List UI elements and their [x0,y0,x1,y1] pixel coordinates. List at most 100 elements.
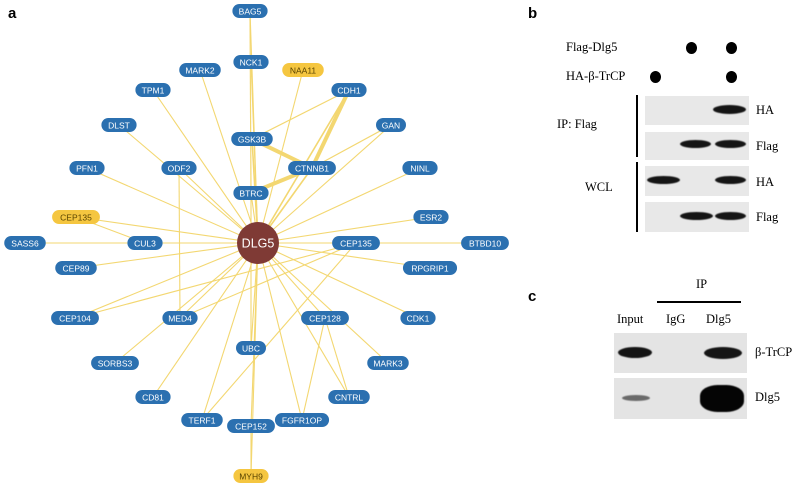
node-label: CTNNB1 [295,164,329,174]
node-shape [162,311,198,325]
node-nck1: NCK1 [233,55,269,69]
node-mark3: MARK3 [367,356,409,370]
blot-label-ha-wcl: HA [756,175,775,189]
node-shape [69,161,105,175]
edge-dlg5-mark3 [257,242,389,364]
node-terf1: TERF1 [181,413,223,427]
edge-dlg5-cep104 [74,242,259,319]
edge-cep135-cep104 [74,242,357,319]
ip-bracket [636,95,638,157]
edge-dlg5-pfn1 [86,167,259,244]
panel-c-letter: c [528,288,537,305]
node-shape [402,261,458,275]
node-pfn1: PFN1 [69,161,105,175]
node-label: DLST [108,121,130,131]
panel-a-letter: a [8,5,17,22]
edge-dlg5-fgfr1op [257,242,303,421]
ha-btrcp-lane3-dot [726,71,737,83]
edge-dlg5-cd81 [152,242,259,398]
flag-dlg5-lane2-dot [686,42,697,54]
edge-dlg5-rpgrip1 [257,242,431,269]
network-edges [25,10,485,477]
dlg5-band-ip [700,385,744,412]
node-label: GSK3B [238,135,267,145]
node-label: BTRC [239,189,262,199]
node-label: SORBS3 [98,359,133,369]
edge-dlg5-ninl [257,167,421,244]
node-shape [161,161,197,175]
node-shape [367,356,409,370]
edge-med4-cep135 [179,242,357,319]
node-label: MED4 [168,314,192,324]
node-label: CDH1 [337,86,360,96]
node-shape [331,83,367,97]
edge-dlg5-esr2 [257,216,432,244]
node-label: NCK1 [240,58,263,68]
node-label: ESR2 [420,213,442,223]
node-shape [332,236,380,250]
node-shape [135,83,171,97]
ip-flag-band-lane3 [715,140,746,148]
btrcp-band-dlg5 [704,347,742,359]
edge-gan-ctnnb1 [311,124,392,169]
node-cep135-18: CEP135 [332,236,380,250]
node-label: CEP104 [59,314,91,324]
node-ubc: UBC [236,341,266,355]
node-shape [288,161,336,175]
wcl-flag-blot [645,202,749,232]
node-label: SASS6 [11,239,39,249]
node-label: CEP152 [235,422,267,432]
node-mark2: MARK2 [179,63,221,77]
node-label: MARK2 [185,66,215,76]
node-bag5: BAG5 [232,4,268,18]
ip-flag-label: IP: Flag [557,117,597,131]
node-label: MYH9 [239,472,263,482]
node-label: CEP128 [309,314,341,324]
node-ninl: NINL [402,161,438,175]
node-cdh1: CDH1 [331,83,367,97]
node-shape [52,210,100,224]
ip-header: IP [696,277,708,291]
node-odf2: ODF2 [161,161,197,175]
edge-dlg5-terf1 [201,242,259,421]
node-shape [51,311,99,325]
node-cep104: CEP104 [51,311,99,325]
node-cep128: CEP128 [301,311,349,325]
ip-ha-blot [645,96,749,125]
edge-dlg5-cdk1 [257,242,419,319]
node-label: MARK3 [373,359,403,369]
node-cep152: CEP152 [227,419,275,433]
edge-bag5-btrc [249,10,252,194]
node-cntrl: CNTRL [328,390,370,404]
edge-ctnnb1-cdh1 [310,89,351,169]
dlg5-blot [614,378,747,419]
center-node-label: DLG5 [242,237,275,251]
node-label: BAG5 [239,7,262,17]
node-esr2: ESR2 [413,210,449,224]
node-shape [233,469,269,483]
blot-label-btrcp: β-TrCP [755,345,793,359]
node-shape [461,236,509,250]
node-shape [55,261,97,275]
node-naa11: NAA11 [282,63,324,77]
node-label: CNTRL [335,393,364,403]
lane-label-igg: IgG [666,312,686,326]
node-shape [227,419,275,433]
node-tpm1: TPM1 [135,83,171,97]
node-cep135-14: CEP135 [52,210,100,224]
blot-label-ha-ip: HA [756,103,775,117]
node-shape [4,236,46,250]
panel-b-letter: b [528,5,538,22]
node-label: UBC [242,344,260,354]
node-label: TPM1 [142,86,165,96]
lane-label-input: Input [617,312,644,326]
ip-ha-band-lane3 [713,105,746,114]
node-label: ODF2 [168,164,191,174]
node-ctnnb1: CTNNB1 [288,161,336,175]
wcl-flag-band-lane3 [715,212,746,220]
node-shape [413,210,449,224]
lane-label-dlg5: Dlg5 [706,312,731,326]
node-label: FGFR1OP [282,416,322,426]
node-gan: GAN [376,118,406,132]
